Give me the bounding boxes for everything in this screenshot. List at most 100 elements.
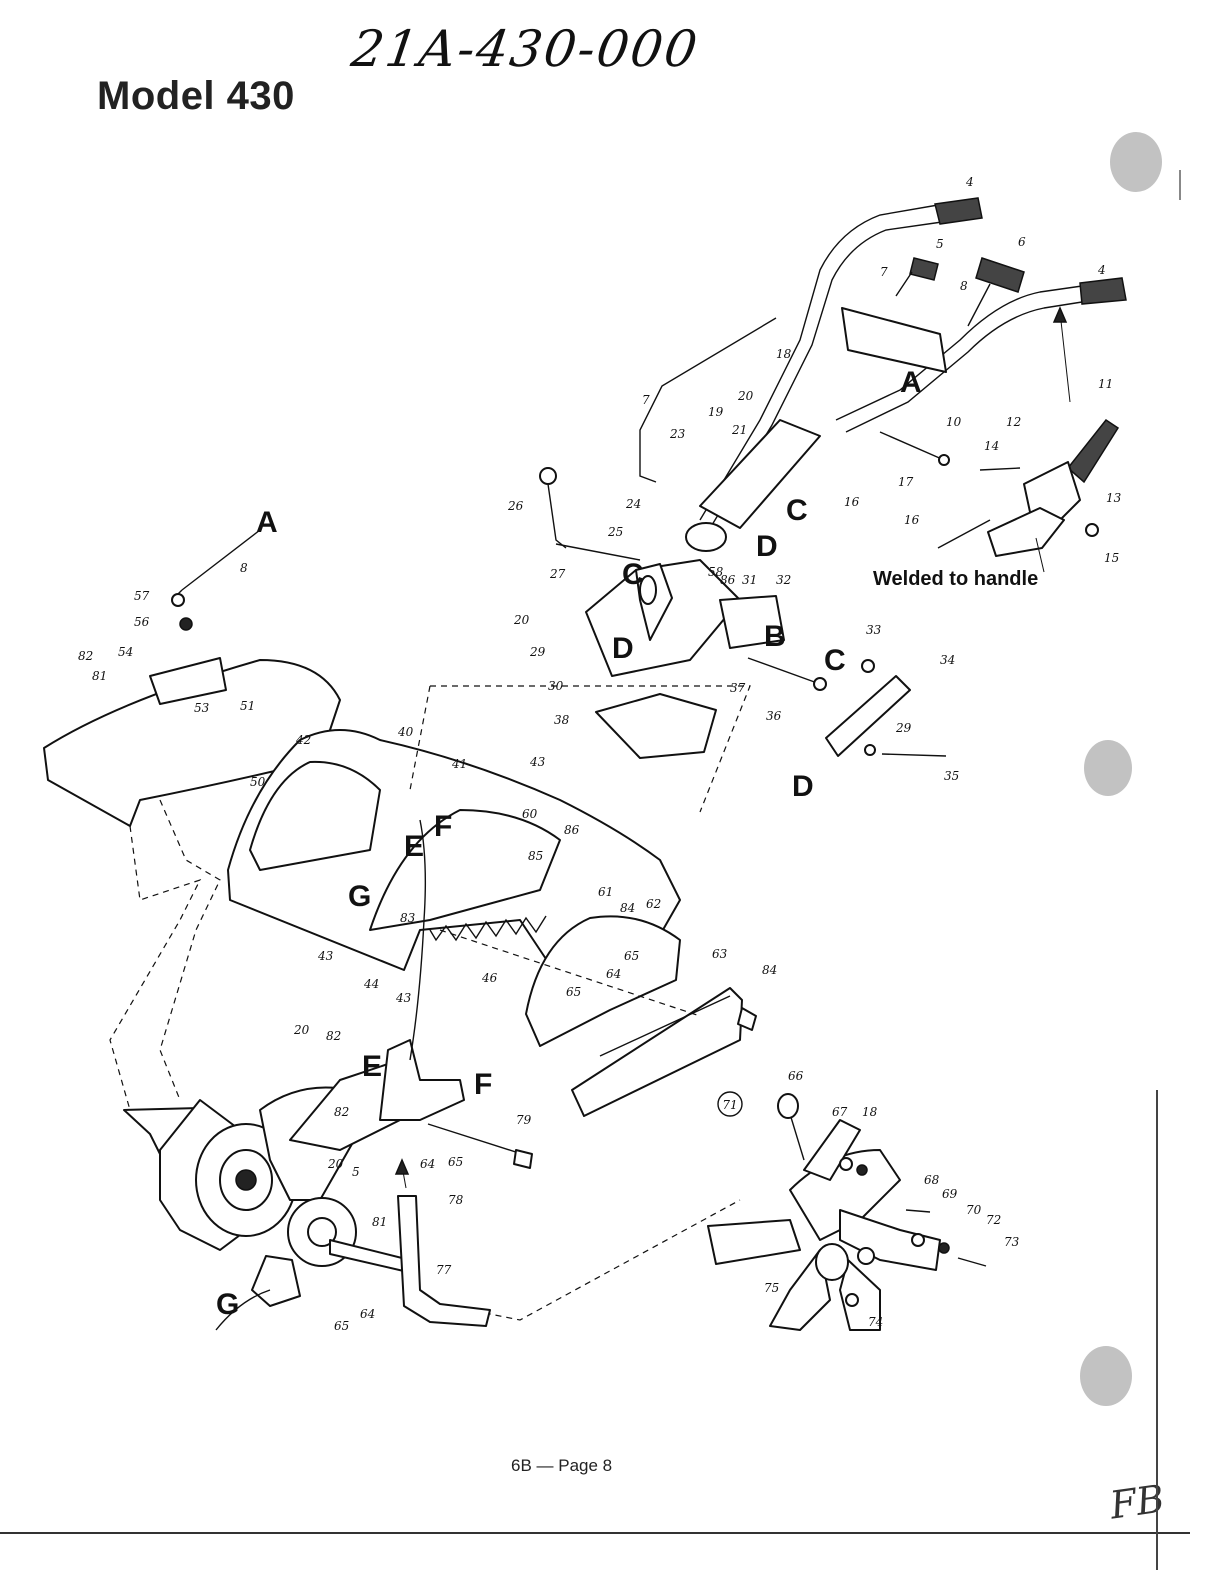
callout-letter-c: C	[622, 558, 644, 591]
part-number-label: 73	[1004, 1235, 1020, 1249]
part-number-label: 84	[762, 963, 777, 977]
handle-assembly	[639, 197, 1127, 552]
part-number-label: 18	[862, 1105, 878, 1119]
part-number-label: 64	[420, 1157, 435, 1171]
part-number-label: 37	[730, 681, 746, 695]
part-number-label: 8	[960, 279, 968, 293]
part-number-label: 57	[134, 589, 150, 603]
part-number-label: 25	[607, 525, 623, 539]
part-number-label: 78	[448, 1193, 464, 1207]
part-number-label: 19	[708, 405, 724, 419]
callout-letter-e: E	[404, 830, 424, 863]
part-number-label: 43	[317, 949, 334, 963]
part-number-label: 82	[78, 649, 93, 663]
part-number-label: 5	[352, 1165, 360, 1179]
part-number-label: 24	[625, 497, 641, 511]
part-number-label: 65	[334, 1319, 349, 1333]
callout-letters: A A B C C C D D D E E F F G G	[216, 366, 922, 1321]
part-number-label: 15	[1104, 551, 1119, 565]
part-number-label: 85	[528, 849, 543, 863]
binder-holes	[1080, 132, 1162, 1406]
part-number-label: 83	[400, 911, 416, 925]
callout-letter-g: G	[216, 1288, 239, 1321]
rear-tine-shield	[227, 729, 757, 1117]
part-number-label: 43	[529, 755, 546, 769]
part-number-label: 36	[766, 709, 782, 723]
part-number-label: 63	[712, 947, 728, 961]
part-number-label: 33	[866, 623, 882, 637]
part-number-label: 75	[764, 1281, 779, 1295]
callout-letter-b: B	[764, 620, 786, 653]
circled-callout-71: 71	[717, 1091, 743, 1117]
part-number-label: 64	[360, 1307, 375, 1321]
handle-height-bracket	[539, 467, 947, 759]
part-number-label: 31	[742, 573, 757, 587]
right-rule	[1156, 1090, 1158, 1570]
part-number-label: 30	[548, 679, 564, 693]
part-number-label: 79	[516, 1113, 532, 1127]
part-number-label: 43	[395, 991, 412, 1005]
page-footer: 6B — Page 8	[511, 1456, 613, 1475]
part-number-label: 65	[448, 1155, 463, 1169]
part-number-label: 7	[880, 265, 888, 279]
part-number-label: 20	[737, 389, 754, 403]
part-number-label: 60	[522, 807, 538, 821]
part-number-label: 54	[118, 645, 133, 659]
callout-letter-e: E	[362, 1050, 382, 1083]
callout-letter-f: F	[474, 1068, 492, 1101]
part-number-label: 35	[944, 769, 959, 783]
part-number-label: 16	[904, 513, 920, 527]
callout-letter-f: F	[434, 810, 452, 843]
part-number-label: 67	[832, 1105, 848, 1119]
part-number-label: 21	[731, 423, 747, 437]
callout-letter-g: G	[348, 880, 371, 913]
part-number-label: 74	[868, 1315, 883, 1329]
callout-letter-a: A	[900, 366, 922, 399]
part-number-label: 29	[895, 721, 912, 735]
page-title: Model 430	[97, 74, 295, 118]
part-number-label: 41	[451, 757, 467, 771]
part-number-label: 72	[986, 1213, 1001, 1227]
part-number-label: 4	[965, 175, 974, 189]
tine-assembly	[707, 1093, 987, 1331]
part-number-label: 61	[598, 885, 613, 899]
part-number-label: 11	[1098, 377, 1113, 391]
corner-initials: FB	[1107, 1476, 1168, 1528]
part-number-label: 50	[250, 775, 266, 789]
part-number-labels: 4 4 5 6 7 8 7 10 11 12 13 14 15 16 16 17…	[78, 175, 1122, 1333]
circled-label-71: 71	[722, 1098, 737, 1112]
part-number-label: 77	[436, 1263, 452, 1277]
part-number-label: 56	[134, 615, 150, 629]
part-number-label: 51	[240, 699, 255, 713]
part-number-label: 17	[898, 475, 914, 489]
part-number-label: 62	[646, 897, 661, 911]
part-number-label: 86	[720, 573, 736, 587]
part-number-label: 23	[669, 427, 686, 441]
part-number-label: 14	[984, 439, 999, 453]
callout-letter-a: A	[256, 506, 278, 539]
part-number-label: 13	[1106, 491, 1122, 505]
callout-letter-d: D	[612, 632, 634, 665]
part-number-label: 29	[529, 645, 546, 659]
callout-letter-d: D	[792, 770, 814, 803]
part-number-label: 32	[776, 573, 791, 587]
tine-shield-hood	[43, 529, 341, 1111]
part-number-label: 42	[295, 733, 311, 747]
part-number-label: 81	[372, 1215, 387, 1229]
part-number-label: 69	[942, 1187, 958, 1201]
part-number-label: 65	[624, 949, 639, 963]
callout-letter-c: C	[786, 494, 808, 527]
callout-letter-c: C	[824, 644, 846, 677]
part-number-label: 64	[606, 967, 621, 981]
part-number-label: 6	[1018, 235, 1026, 249]
part-number-label: 5	[936, 237, 944, 251]
part-number-label: 82	[326, 1029, 341, 1043]
part-number-label: 26	[507, 499, 524, 513]
part-number-label: 12	[1006, 415, 1021, 429]
part-number-label: 20	[327, 1157, 344, 1171]
part-number-label: 40	[397, 725, 414, 739]
part-number-label: 82	[334, 1105, 349, 1119]
part-number-label: 70	[966, 1203, 982, 1217]
transmission-assembly	[123, 819, 533, 1331]
part-number-label: 10	[946, 415, 962, 429]
